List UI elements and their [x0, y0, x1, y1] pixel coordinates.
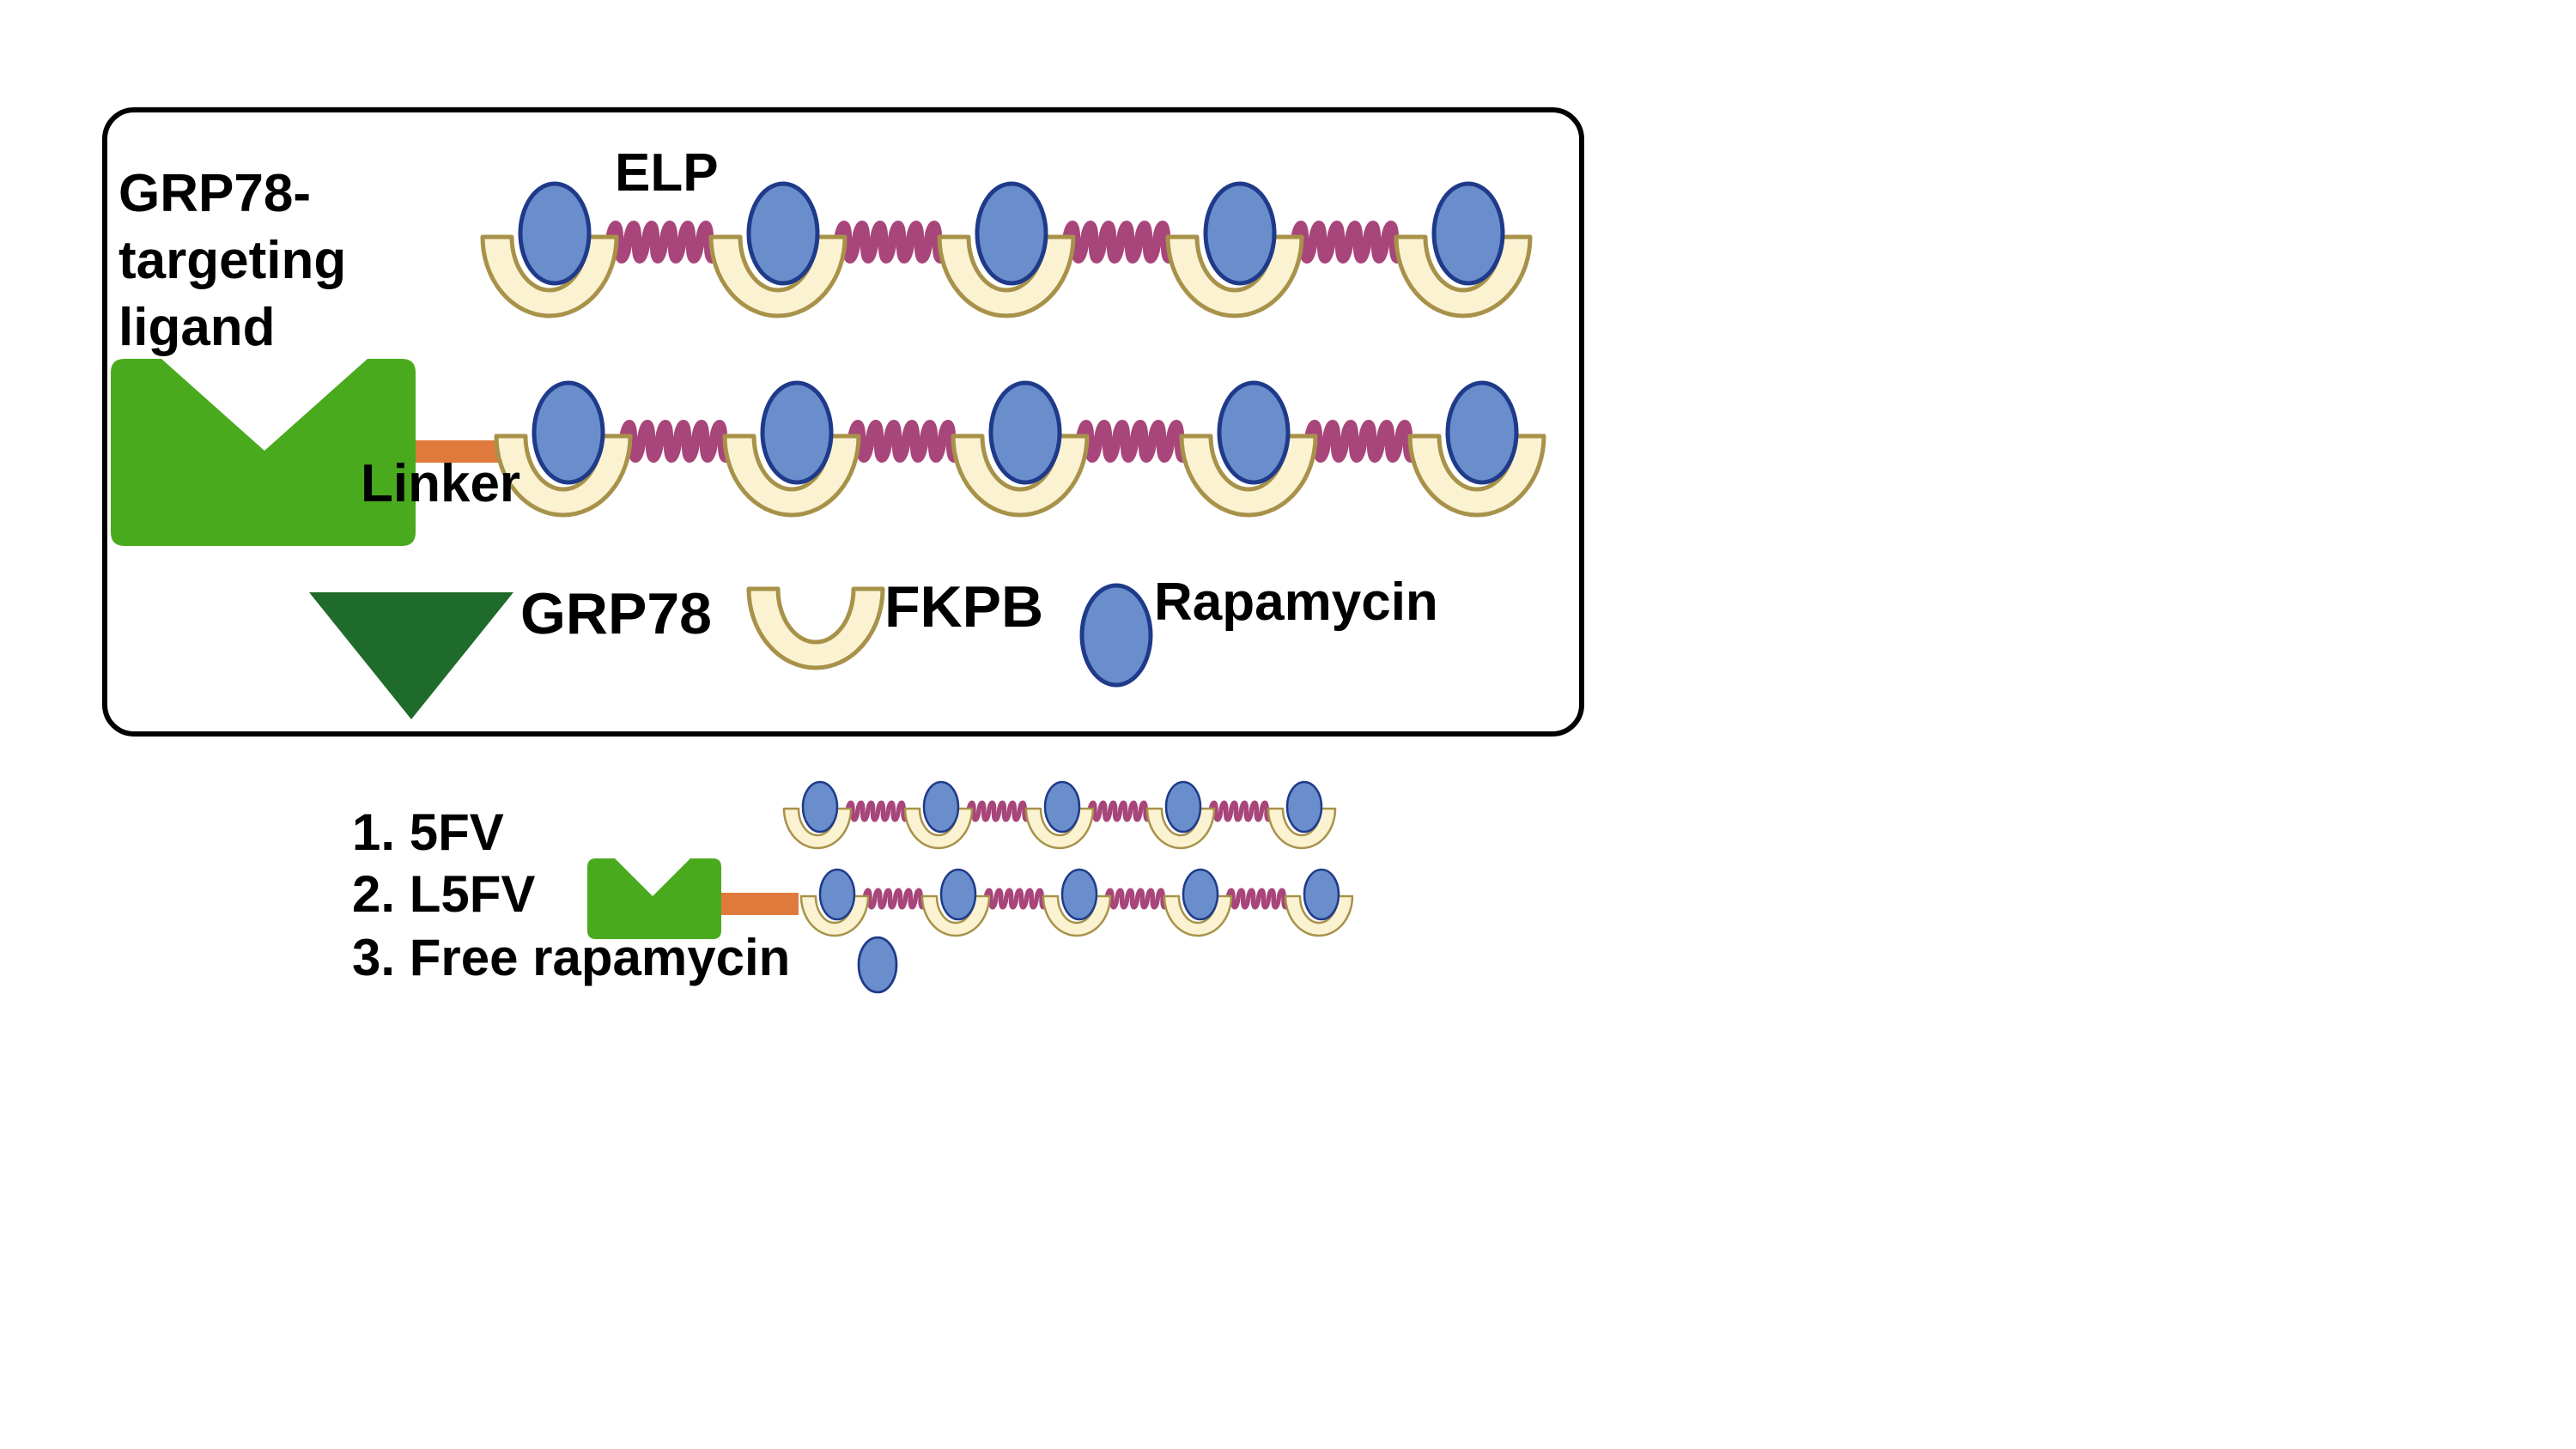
- small-top-rapamycin-1: [801, 780, 839, 834]
- bottom-rapamycin-1: [532, 380, 605, 485]
- small-bottom-elp-spring-3: [1104, 888, 1170, 910]
- small-elp-chain-l5fv: [799, 868, 1354, 937]
- free-rapamycin-icon: [857, 936, 898, 994]
- small-linker-bar: [721, 893, 799, 915]
- small-top-rapamycin-3: [1043, 780, 1081, 834]
- small-bottom-fkpb-3: [1042, 894, 1112, 937]
- bottom-fkpb-3: [951, 433, 1090, 518]
- top-fkpb-5: [1394, 234, 1533, 318]
- fkpb-label: FKPB: [884, 574, 1043, 640]
- bottom-fkpb-4: [1179, 433, 1318, 518]
- small-top-elp-spring-1: [845, 800, 911, 822]
- grp78-triangle-icon: [309, 592, 513, 719]
- small-top-rapamycin-4: [1164, 780, 1202, 834]
- small-bottom-fkpb-1: [799, 894, 870, 937]
- small-top-elp-spring-2: [966, 800, 1032, 822]
- bottom-rapamycin-4: [1217, 380, 1291, 485]
- top-fkpb-4: [1165, 234, 1304, 318]
- bottom-rapamycin-5: [1445, 380, 1519, 485]
- top-rapamycin-5: [1431, 181, 1505, 286]
- bottom-rapamycin-3: [988, 380, 1062, 485]
- top-fkpb-3: [937, 234, 1076, 318]
- bottom-fkpb-5: [1407, 433, 1546, 518]
- rapamycin-legend-shape: [1079, 583, 1153, 688]
- fkpb-icon: [746, 586, 885, 670]
- small-top-elp-spring-3: [1087, 800, 1153, 822]
- bottom-elp-spring-4: [1303, 420, 1422, 463]
- bottom-rapamycin-2: [760, 380, 834, 485]
- formulation-item-3: 3. Free rapamycin: [352, 929, 790, 986]
- small-bottom-fkpb-4: [1163, 894, 1233, 937]
- small-bottom-fkpb-5: [1284, 894, 1354, 937]
- small-bottom-rapamycin-2: [939, 868, 977, 921]
- top-rapamycin-3: [975, 181, 1048, 286]
- elp-label: ELP: [615, 143, 719, 203]
- small-top-fkpb-1: [782, 807, 853, 850]
- ligand-label-line-2: targeting: [118, 231, 346, 290]
- ligand-label-line-3: ligand: [118, 298, 276, 357]
- small-top-fkpb-5: [1267, 807, 1337, 850]
- bottom-fkpb-1: [494, 433, 633, 518]
- top-rapamycin-4: [1203, 181, 1277, 286]
- bottom-elp-spring-1: [618, 420, 737, 463]
- small-top-fkpb-3: [1024, 807, 1095, 850]
- rapamycin-icon: [1079, 583, 1153, 688]
- small-bottom-elp-spring-4: [1225, 888, 1291, 910]
- small-top-rapamycin-5: [1285, 780, 1323, 834]
- small-bottom-rapamycin-1: [818, 868, 856, 921]
- small-bottom-rapamycin-3: [1060, 868, 1098, 921]
- small-top-rapamycin-2: [922, 780, 960, 834]
- small-top-fkpb-2: [903, 807, 974, 850]
- top-elp-spring-3: [1061, 221, 1180, 264]
- small-bottom-rapamycin-4: [1182, 868, 1219, 921]
- small-bottom-elp-spring-1: [862, 888, 928, 910]
- small-elp-chain-5fv: [782, 780, 1337, 850]
- ligand-label-line-1: GRP78-: [118, 164, 311, 223]
- small-ligand-block: [587, 858, 721, 939]
- top-fkpb-2: [708, 234, 848, 318]
- rapamycin-label: Rapamycin: [1154, 573, 1438, 632]
- formulation-item-2: 2. L5FV: [352, 865, 535, 923]
- top-rapamycin-2: [746, 181, 820, 286]
- small-top-elp-spring-4: [1208, 800, 1274, 822]
- small-top-fkpb-4: [1145, 807, 1216, 850]
- ligand-block: [111, 359, 416, 546]
- elp-chain-bottom: [494, 380, 1546, 518]
- formulation-item-1: 1. 5FV: [352, 803, 504, 861]
- fkpb-legend-shape: [746, 586, 885, 670]
- linker-bar: [416, 440, 501, 463]
- free-rapamycin-shape: [857, 936, 898, 994]
- top-fkpb-1: [480, 234, 619, 318]
- small-bottom-fkpb-2: [920, 894, 991, 937]
- bottom-fkpb-2: [722, 433, 861, 518]
- small-bottom-rapamycin-5: [1303, 868, 1340, 921]
- top-elp-spring-2: [833, 221, 951, 264]
- bottom-elp-spring-2: [847, 420, 965, 463]
- top-elp-spring-4: [1290, 221, 1408, 264]
- top-rapamycin-1: [518, 181, 592, 286]
- bottom-elp-spring-3: [1075, 420, 1194, 463]
- top-elp-spring-1: [605, 221, 723, 264]
- elp-chain-top: [480, 181, 1533, 318]
- linker-label: Linker: [361, 454, 520, 513]
- small-bottom-elp-spring-2: [983, 888, 1049, 910]
- grp78-label: GRP78: [520, 581, 712, 646]
